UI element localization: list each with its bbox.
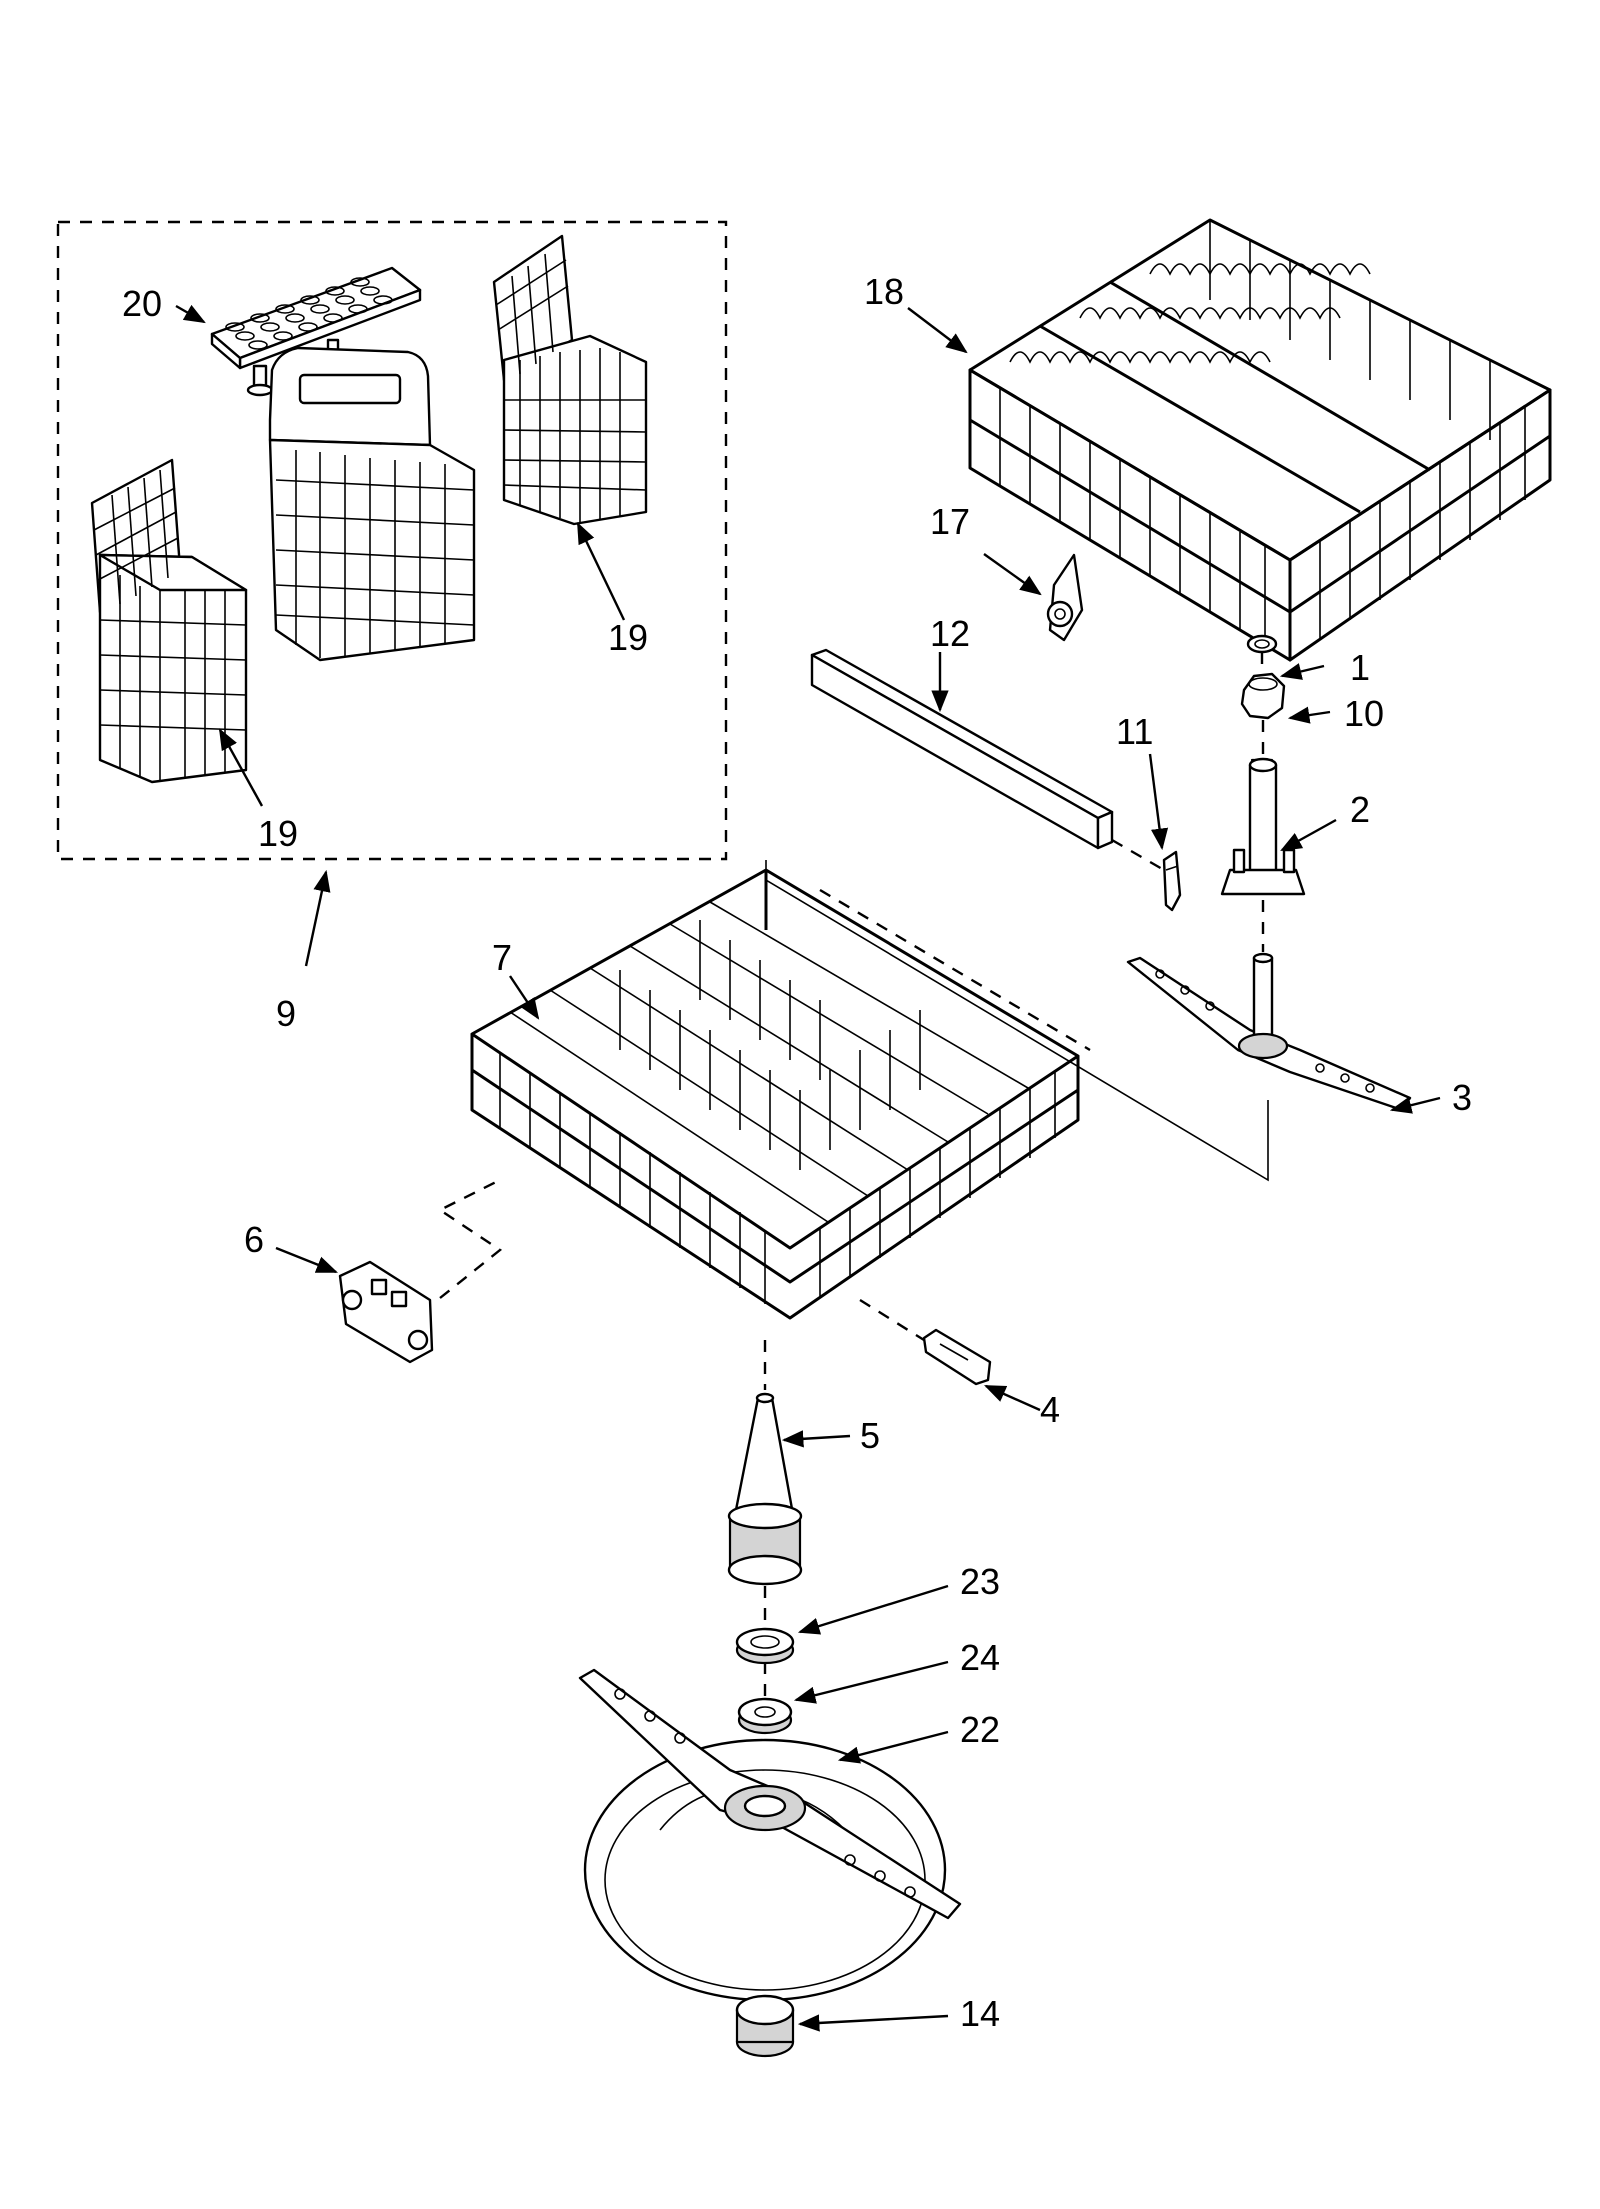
callout-19-left: 19 — [258, 813, 298, 854]
bearing — [735, 1627, 795, 1665]
lower-rack — [470, 868, 1080, 1320]
nut — [1240, 672, 1286, 720]
callout-22: 22 — [960, 1709, 1000, 1750]
rack-roller — [338, 1260, 434, 1364]
callout-4: 4 — [1040, 1389, 1060, 1430]
callout-23: 23 — [960, 1561, 1000, 1602]
callout-3: 3 — [1452, 1077, 1472, 1118]
upper-manifold — [1220, 757, 1306, 896]
lower-manifold — [727, 1392, 803, 1586]
silverware-basket-left — [90, 458, 248, 784]
rack-rail — [810, 648, 1114, 850]
arrow-icon — [175, 304, 1441, 2032]
callout-9: 9 — [276, 993, 296, 1034]
callout-2: 2 — [1350, 789, 1370, 830]
rack-adjuster — [1046, 553, 1084, 642]
ring — [735, 1994, 795, 2058]
callout-14: 14 — [960, 1993, 1000, 2034]
callout-5: 5 — [860, 1415, 880, 1456]
lower-spray-arm-assembly — [578, 1668, 962, 2002]
silverware-basket-center — [268, 346, 476, 662]
callout-11: 11 — [1116, 711, 1153, 752]
seal — [737, 1697, 793, 1735]
silverware-basket-right — [492, 234, 648, 526]
rack-stop — [922, 1328, 992, 1386]
callout-1: 1 — [1350, 647, 1370, 688]
rail-clip — [1162, 850, 1182, 912]
callout-20: 20 — [122, 283, 162, 324]
basket-cover — [210, 266, 422, 397]
callout-10: 10 — [1344, 693, 1384, 734]
basket-kit-outline — [56, 220, 728, 861]
callout-6: 6 — [244, 1219, 264, 1260]
callout-12: 12 — [930, 613, 970, 654]
washer — [1246, 634, 1278, 654]
callout-24: 24 — [960, 1637, 1000, 1678]
upper-rack — [968, 218, 1552, 662]
callout-19-right: 19 — [608, 617, 648, 658]
upper-spray-arm — [1126, 952, 1412, 1112]
callout-7: 7 — [492, 937, 512, 978]
callout-18: 18 — [864, 271, 904, 312]
callout-17: 17 — [930, 501, 970, 542]
